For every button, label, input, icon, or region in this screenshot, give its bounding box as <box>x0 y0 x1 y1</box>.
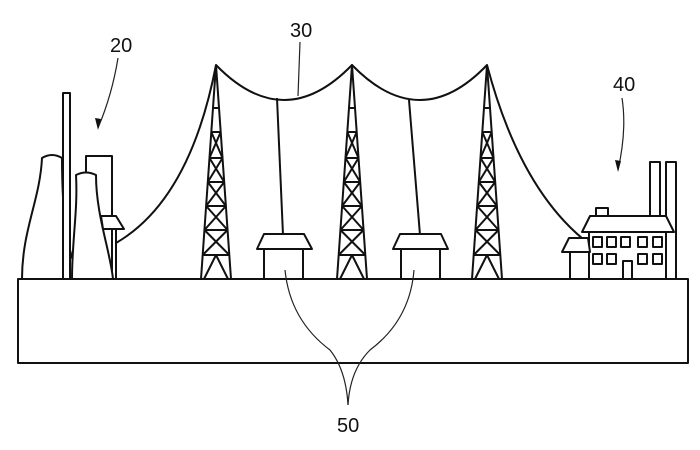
tower-brace <box>344 131 358 159</box>
tower-brace <box>337 229 365 256</box>
tower-brace <box>346 131 360 159</box>
tower-brace <box>476 181 496 207</box>
tower-brace <box>205 181 225 207</box>
factory <box>561 161 677 280</box>
tower-brace <box>342 157 360 183</box>
factory-chimney-1 <box>649 161 661 223</box>
tower-legs <box>336 64 368 280</box>
factory-window <box>592 236 603 248</box>
tower-brace <box>203 205 227 231</box>
factory-door <box>622 260 633 280</box>
annex-body <box>569 251 590 280</box>
annex-roof <box>561 237 591 253</box>
tower-brace <box>476 205 500 231</box>
substation-roof <box>256 233 313 250</box>
tower-brace <box>205 205 229 231</box>
leader-arrow-20 <box>97 57 119 129</box>
tower-brace <box>208 131 222 159</box>
substation-roof <box>392 233 449 250</box>
tower-legs <box>200 64 232 280</box>
towers <box>200 64 503 280</box>
factory-window <box>606 236 617 248</box>
cooling-tower-right <box>71 171 114 280</box>
drop-line-2 <box>408 99 421 236</box>
cooling-tower-left <box>21 154 81 280</box>
tower-brace <box>478 181 498 207</box>
drop-line-1 <box>276 97 284 236</box>
leader-line-50-a <box>284 269 349 406</box>
tower-brace <box>474 205 498 231</box>
tower-brace <box>210 131 224 159</box>
tower-base-brace <box>339 254 365 280</box>
substation-body <box>263 248 304 280</box>
tower-brace <box>479 131 493 159</box>
substation-1 <box>256 233 313 280</box>
factory-windows <box>592 236 663 265</box>
tower-base-brace <box>474 254 500 280</box>
substation-body <box>400 248 441 280</box>
factory-window <box>637 253 648 265</box>
tower-brace <box>472 229 500 256</box>
substation-2 <box>392 233 449 280</box>
tower-brace <box>339 205 363 231</box>
tower-brace <box>481 131 495 159</box>
factory-window <box>592 253 603 265</box>
factory-window <box>652 236 663 248</box>
tower-brace <box>206 157 224 183</box>
arrowhead-20 <box>95 118 101 130</box>
roof-vent <box>595 207 609 217</box>
label-20: 20 <box>110 35 132 57</box>
factory-window <box>620 236 631 248</box>
power-plant <box>21 92 125 280</box>
leader-arrow-40 <box>617 97 625 171</box>
tower-brace <box>341 205 365 231</box>
label-40: 40 <box>613 74 635 96</box>
tower-brace <box>343 181 363 207</box>
tower-1 <box>200 64 232 280</box>
label-50: 50 <box>337 415 359 437</box>
factory-window <box>652 253 663 265</box>
tower-brace <box>207 181 227 207</box>
factory-window <box>637 236 648 248</box>
tower-brace <box>203 229 231 256</box>
ground-base <box>17 278 689 364</box>
tower-brace <box>201 229 229 256</box>
label-30: 30 <box>290 20 312 42</box>
tower-brace <box>479 157 497 183</box>
tower-base-brace <box>203 254 229 280</box>
cable-plant-to-tower <box>115 64 217 244</box>
tower-2 <box>336 64 368 280</box>
arrowhead-40 <box>615 160 621 172</box>
tower-brace <box>341 181 361 207</box>
tower-3 <box>471 64 503 280</box>
tower-brace <box>344 157 362 183</box>
tower-brace <box>208 157 226 183</box>
tower-legs <box>471 64 503 280</box>
tower-brace <box>339 229 367 256</box>
plant-shed-roof <box>100 215 125 230</box>
leader-line-30 <box>297 41 301 97</box>
factory-roof <box>581 215 675 233</box>
cable-tower-to-factory <box>486 64 589 244</box>
tower-brace <box>474 229 502 256</box>
tower-brace <box>477 157 495 183</box>
factory-window <box>606 253 617 265</box>
leader-line-50-b <box>347 269 415 406</box>
smokestack <box>62 92 71 280</box>
